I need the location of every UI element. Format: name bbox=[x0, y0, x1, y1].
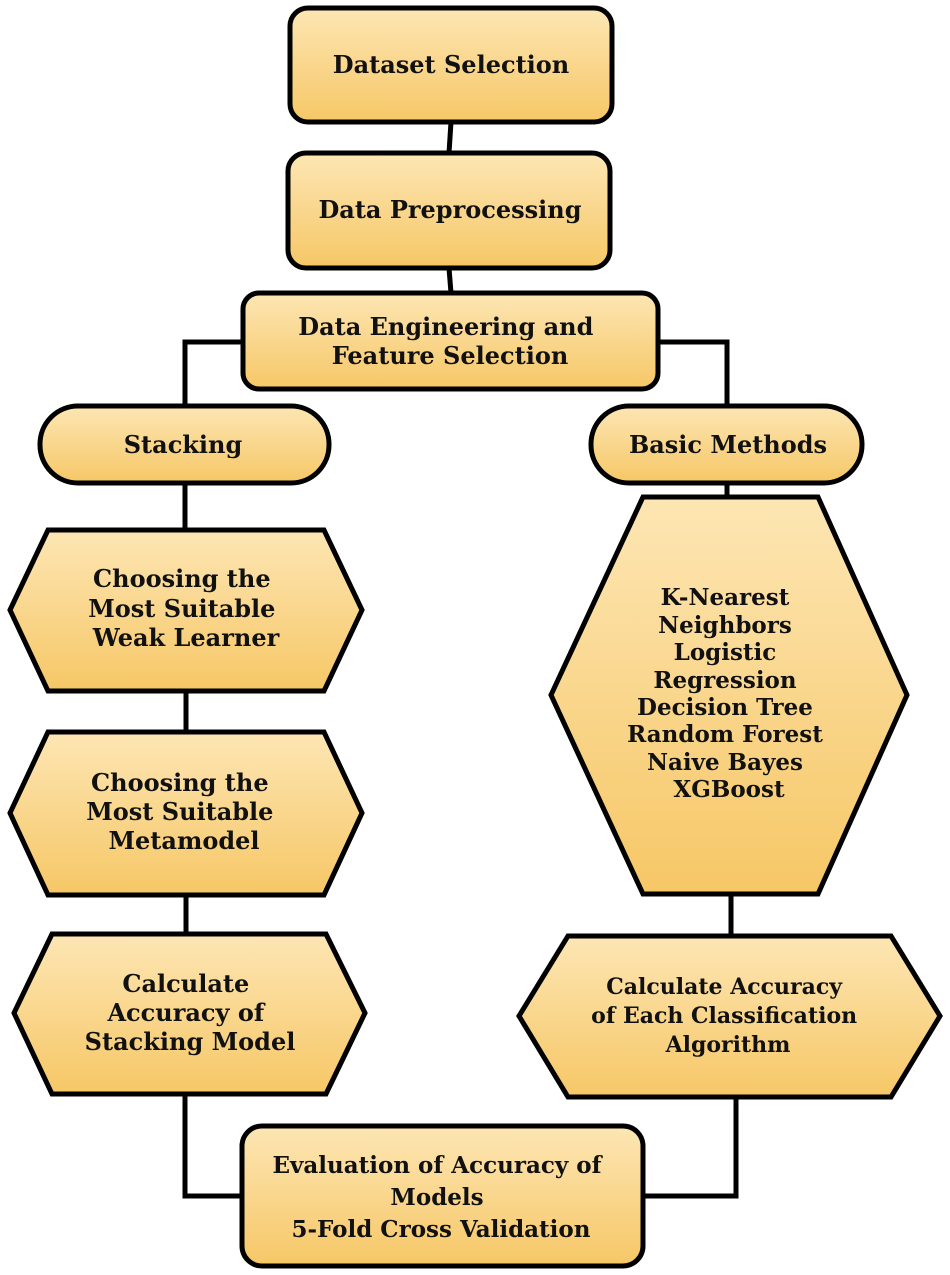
dataset-selection-box bbox=[287, 5, 615, 125]
basic-methods-box bbox=[588, 403, 865, 486]
weak-learner-label: Choosing the Most Suitable Weak Learner bbox=[88, 564, 284, 652]
connector-engineering-to-stacking bbox=[182, 339, 243, 406]
connector-dataset-to-preprocessing bbox=[446, 121, 454, 154]
stacking-label: Stacking bbox=[124, 430, 243, 459]
stacking-box bbox=[37, 403, 332, 486]
algorithms-label: K-Nearest Neighbors Logistic Regression … bbox=[627, 584, 831, 803]
stacking-accuracy-hexagon bbox=[11, 931, 368, 1097]
algorithms-hexagon bbox=[548, 494, 910, 897]
evaluation-label: Evaluation of Accuracy of Models 5-Fold … bbox=[272, 1152, 609, 1243]
connector-preprocessing-to-engineering bbox=[446, 267, 454, 294]
classification-accuracy-label: Calculate Accuracy of Each Classificatio… bbox=[591, 974, 865, 1058]
stacking-accuracy-label: Calculate Accuracy of Stacking Model bbox=[85, 969, 296, 1056]
data-engineering-label: Data Engineering and Feature Selection bbox=[298, 312, 601, 370]
classification-accuracy-hexagon bbox=[516, 933, 943, 1100]
data-engineering-box bbox=[240, 290, 661, 392]
basic-methods-label: Basic Methods bbox=[629, 430, 827, 459]
metamodel-hexagon bbox=[7, 729, 365, 898]
weak-learner-hexagon bbox=[7, 527, 365, 694]
connector-engineering-to-basic-methods bbox=[658, 339, 730, 406]
data-preprocessing-box bbox=[285, 150, 613, 271]
connector-stacking-accuracy-to-evaluation bbox=[182, 1094, 242, 1199]
metamodel-label: Choosing the Most Suitable Metamodel bbox=[86, 768, 282, 855]
connector-classification-accuracy-to-evaluation bbox=[643, 1097, 739, 1199]
evaluation-box bbox=[239, 1123, 646, 1269]
data-preprocessing-label: Data Preprocessing bbox=[318, 195, 581, 224]
dataset-selection-label: Dataset Selection bbox=[333, 50, 569, 79]
